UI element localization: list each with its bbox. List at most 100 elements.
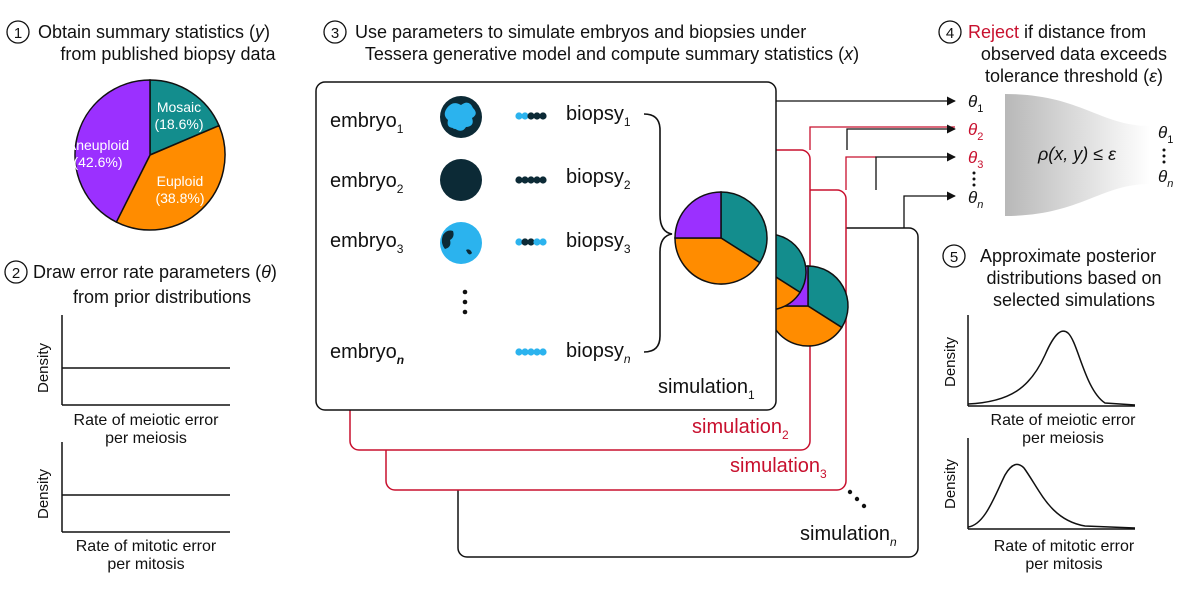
step-1-number: 1 [14,25,22,42]
biopsy-cell [521,348,529,356]
biopsy-n-cells [515,348,547,356]
embryo-2-label: embryo2 [330,170,404,196]
posterior-2-curve [967,463,1136,529]
connector-sim2-arrow [846,124,956,150]
biopsy-3-cells [515,238,547,246]
step-3-title-line2: Tessera generative model and compute sum… [365,44,859,64]
step-1-title-line2: from published biopsy data [60,44,276,64]
simulation-1-label: simulation1 [658,376,755,402]
biopsy-cell [521,238,529,246]
biopsy-cell [533,348,541,356]
simulation-2-label: simulation2 [692,416,789,442]
theta-3: θ3 [968,148,983,171]
ellipsis-dot [462,299,468,305]
biopsy-cell [527,238,535,246]
pie-label-mosaic: Mosaic [157,99,201,115]
ellipsis-dot [972,171,976,175]
pie-slice-euploid [115,124,226,231]
biopsy-1-cells [515,112,547,120]
biopsy-cell [515,176,523,184]
step-4-title-line3: tolerance threshold (ε) [985,66,1163,86]
biopsy-cell [515,238,523,246]
step-5-title-line1: Approximate posterior [980,246,1156,266]
biopsy-cell [521,176,529,184]
output-theta-ellipsis [1162,148,1166,164]
connector-sim2 [809,126,955,150]
ellipsis-dot [847,489,853,495]
step-1-title-line1: Obtain summary statistics (y) [38,22,270,42]
step-3-header: 3 Use parameters to simulate embryos and… [323,20,859,64]
biopsy-n-label: biopsyn [566,340,631,366]
biopsy-cell [527,176,535,184]
connector-sim3 [845,156,876,190]
theta-1: θ1 [968,92,983,115]
prior-2-xlabel-line1: Rate of mitotic error [76,538,217,555]
posterior-1-xlabel-line1: Rate of meiotic error [991,412,1137,429]
sim1-slice-purple [674,191,722,239]
step-4-number: 4 [946,25,954,42]
biopsy-cell [533,176,541,184]
pie-pct-euploid: (38.8%) [155,190,204,206]
ellipsis-dot [462,309,468,315]
step-5-number-circle [942,244,966,268]
biopsy-2-cells [515,176,547,184]
biopsy-cell [533,238,541,246]
biopsy-cell [527,348,535,356]
biopsy-cell [539,112,547,120]
biopsy-cell [539,348,547,356]
embryo-n-label: embryon [330,341,404,367]
step-3-title-line1: Use parameters to simulate embryos and b… [355,22,806,42]
ellipsis-dot [462,289,468,295]
biopsy-cell [539,176,547,184]
posterior-1-curve [967,330,1136,406]
pie-pct-aneuploid: (42.6%) [73,154,122,170]
rejection-funnel [1005,94,1150,216]
prior-1-xlabel-line1: Rate of meiotic error [74,412,220,429]
simulation-1-pie [674,191,768,285]
simulation-n-label: simulationn [800,523,897,549]
step-1-number-circle [6,20,30,44]
posterior-2-xlabel-line2: per mitosis [1025,556,1102,573]
step-5-title-line2: distributions based on [986,268,1161,288]
biopsy-cell [539,238,547,246]
pie-slice-aneuploid [74,79,151,224]
posterior-1-ylabel: Density [942,336,959,387]
ellipsis-dot [861,503,867,509]
biopsy-cell [515,112,523,120]
biopsy-cell [521,112,529,120]
embryo-3-label: embryo3 [330,230,404,256]
biopsy-cell [515,348,523,356]
prior-1-ylabel: Density [35,342,52,393]
step-2-number: 2 [12,265,20,282]
theta-vertical-ellipsis [972,171,976,187]
pie-label-aneuploid: Aneuploid [67,137,129,153]
ellipsis-dot [1162,160,1166,164]
biopsy-2-label: biopsy2 [566,166,631,192]
reject-word: Reject [968,22,1019,42]
step-5-header: 5 Approximate posterior distributions ba… [942,244,1162,310]
biopsy-1-label: biopsy1 [566,103,631,129]
simulation-3-label: simulation3 [730,455,827,481]
biopsy-cell [527,112,535,120]
step-5-title-line3: selected simulations [993,290,1155,310]
embryo-2-image [440,159,482,201]
connector-simn-arrow [903,191,956,228]
pie-pct-mosaic: (18.6%) [154,116,203,132]
posterior-2-xlabel-line1: Rate of mitotic error [994,538,1135,555]
biopsy-3-label: biopsy3 [566,230,631,256]
output-theta-n: θn [1158,167,1173,190]
step-4-title-line2: observed data exceeds [981,44,1167,64]
simulation-card-1 [315,81,777,411]
step-1-header: 1 Obtain summary statistics (y) from pub… [6,20,277,64]
step-4-number-circle [938,20,962,44]
theta-n: θn [968,188,983,211]
ellipsis-dot [1162,148,1166,152]
prior-plot-meiotic: Density Rate of meiotic error per meiosi… [35,315,230,447]
prior-2-ylabel: Density [35,468,52,519]
ellipsis-dot [854,496,860,502]
step-5-number: 5 [950,249,958,266]
posterior-plot-mitotic: Density Rate of mitotic error per mitosi… [942,438,1136,573]
ellipsis-dot [972,183,976,187]
biopsy-cell [533,112,541,120]
